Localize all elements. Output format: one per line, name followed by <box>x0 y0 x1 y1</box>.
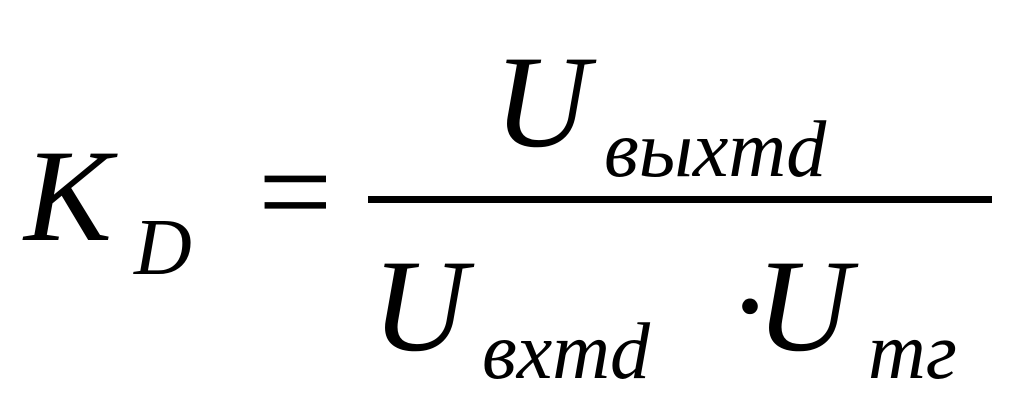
numerator-symbol: U <box>494 28 590 175</box>
multiply-dot: · <box>728 232 772 379</box>
equals-sign: = <box>258 118 333 265</box>
lhs-subscript: D <box>134 204 192 292</box>
denominator-first-subscript: вхmd <box>482 308 651 396</box>
denominator-second-symbol: U <box>756 232 852 379</box>
numerator-subscript: выхmd <box>604 106 827 194</box>
fraction-bar <box>368 196 992 203</box>
denominator-first-symbol: U <box>372 232 468 379</box>
lhs-symbol: K <box>24 122 113 269</box>
denominator-second-subscript: mг <box>868 308 957 396</box>
